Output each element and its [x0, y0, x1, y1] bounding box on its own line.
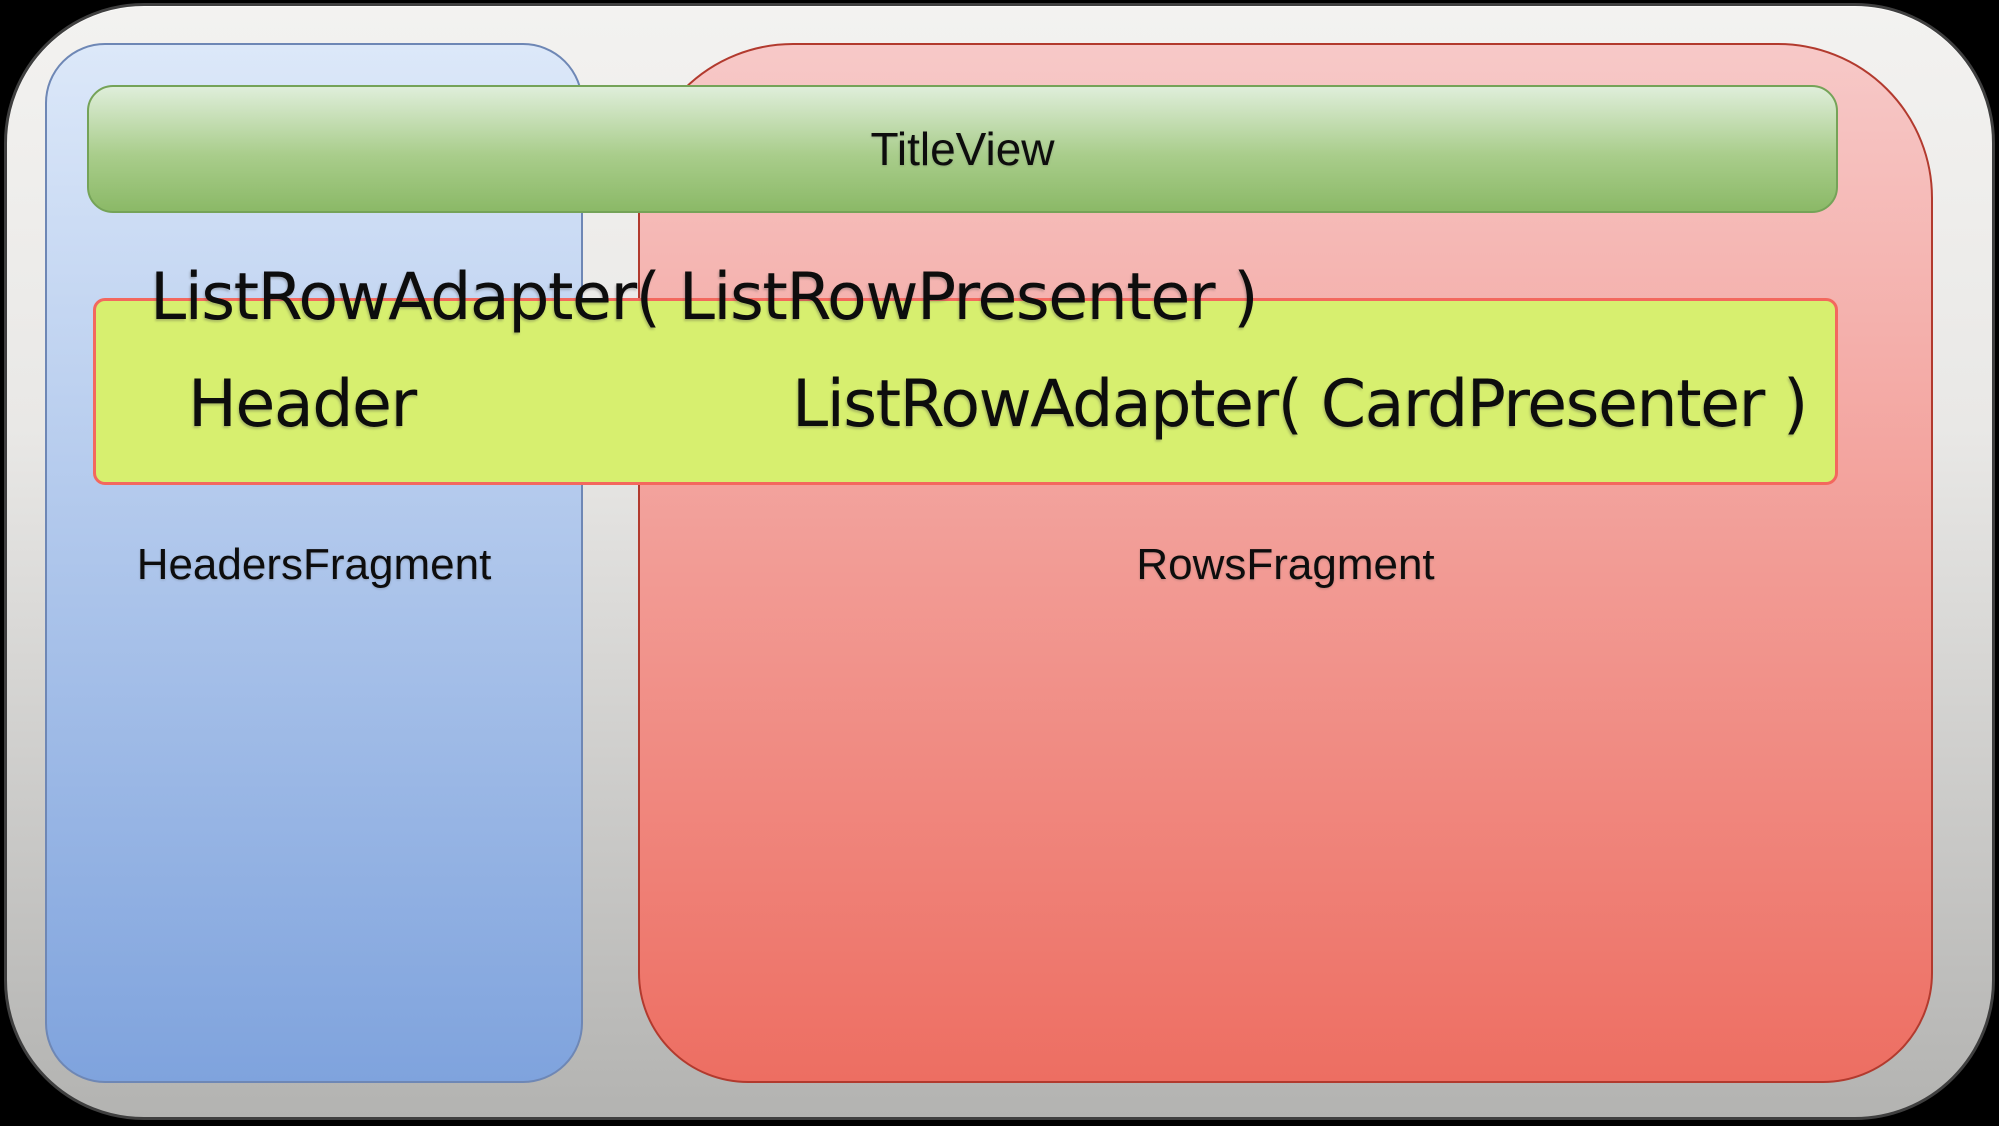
card-presenter-adapter-label: ListRowAdapter( CardPresenter ) [792, 366, 1808, 442]
title-view-bar: TitleView [87, 85, 1838, 213]
rows-fragment-label: RowsFragment [1136, 540, 1435, 589]
headers-fragment-panel [45, 43, 583, 1083]
list-row-adapter-caption: ListRowAdapter( ListRowPresenter ) [150, 259, 1259, 335]
title-view-label: TitleView [870, 123, 1055, 175]
rows-fragment-panel [638, 43, 1933, 1083]
header-cell-label: Header [188, 366, 417, 442]
list-row-strip [93, 298, 1838, 485]
headers-fragment-label: HeadersFragment [136, 540, 492, 589]
